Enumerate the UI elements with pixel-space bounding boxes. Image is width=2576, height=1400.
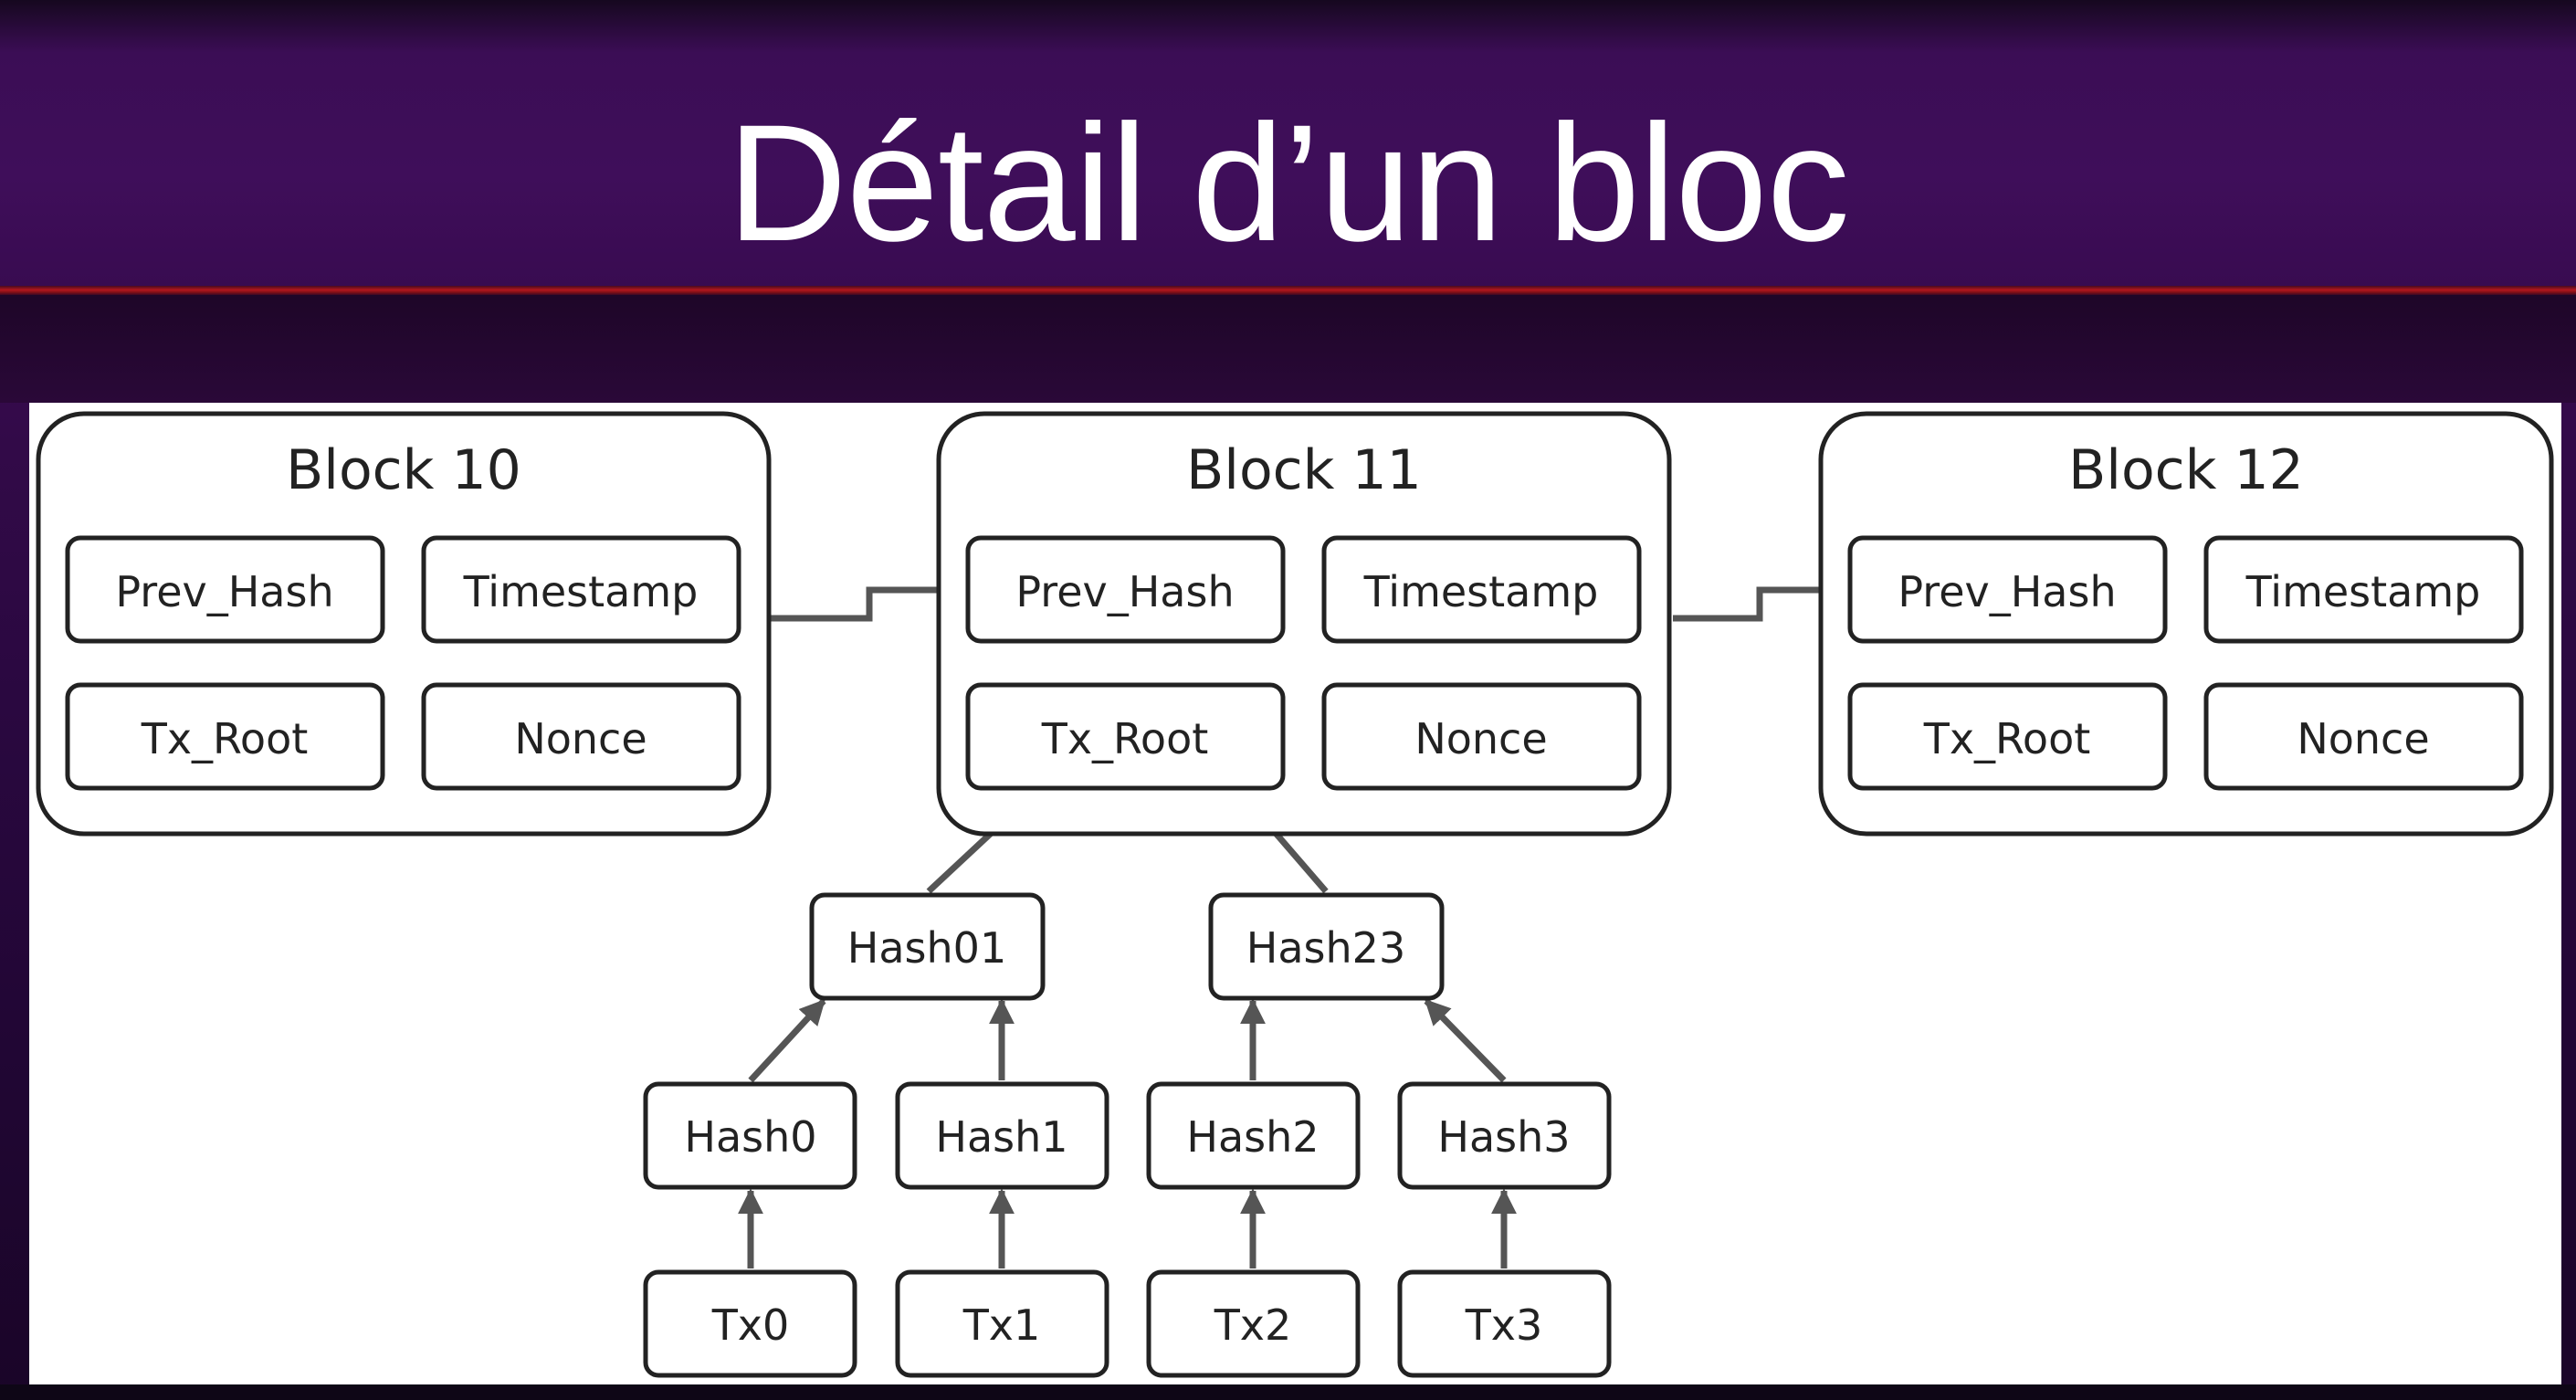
field-timestamp-label: Timestamp xyxy=(1363,567,1599,616)
slide-title: Détail d’un bloc xyxy=(727,89,1849,276)
chain-link-11-12 xyxy=(1673,577,1845,622)
tx0-label: Tx0 xyxy=(711,1300,790,1350)
field-nonce-label: Nonce xyxy=(514,714,647,763)
hash01-node xyxy=(809,892,1046,1001)
field-timestamp-label: Timestamp xyxy=(463,567,699,616)
tx3-label: Tx3 xyxy=(1465,1300,1543,1350)
hash1-node xyxy=(895,1081,1109,1190)
hash0-node xyxy=(643,1081,857,1190)
transactions: Tx0 Tx1 Tx2 Tx3 xyxy=(643,1269,1612,1378)
hash23-label: Hash23 xyxy=(1246,923,1405,973)
bottom-edge xyxy=(0,1384,2576,1400)
tx1-node xyxy=(895,1269,1109,1378)
field-nonce xyxy=(1321,682,1642,791)
diagram-panel: Block 10 Prev_Hash Timestamp Tx_Root Non… xyxy=(29,403,2561,1384)
header-band xyxy=(0,295,2576,403)
field-prev-hash-label: Prev_Hash xyxy=(115,567,333,616)
hash2-node xyxy=(1146,1081,1361,1190)
field-tx-root-label: Tx_Root xyxy=(1041,714,1209,763)
tx1-label: Tx1 xyxy=(962,1300,1041,1350)
hash0-label: Hash0 xyxy=(684,1112,816,1162)
arrow-hash0-hash01 xyxy=(748,998,826,1083)
block-title: Block 11 xyxy=(1186,438,1422,502)
block-12: Block 12 Prev_Hash Timestamp Tx_Root Non… xyxy=(1818,411,2554,837)
field-tx-root xyxy=(965,682,1286,791)
block-title: Block 12 xyxy=(2068,438,2304,502)
tx0-node xyxy=(643,1269,857,1378)
hash23-node xyxy=(1208,892,1445,1001)
tx3-node xyxy=(1397,1269,1612,1378)
field-prev-hash xyxy=(65,535,385,644)
field-tx-root-label: Tx_Root xyxy=(141,714,309,763)
hash1-label: Hash1 xyxy=(935,1112,1067,1162)
hash3-node xyxy=(1397,1081,1612,1190)
hash01-label: Hash01 xyxy=(847,923,1006,973)
field-timestamp xyxy=(421,535,741,644)
block-title: Block 10 xyxy=(286,438,521,502)
field-timestamp-label: Timestamp xyxy=(2245,567,2481,616)
merkle-level-2: Hash0 Hash1 Hash2 Hash3 xyxy=(643,1081,1612,1190)
title-divider xyxy=(0,286,2576,295)
field-tx-root xyxy=(65,682,385,791)
block-10: Block 10 Prev_Hash Timestamp Tx_Root Non… xyxy=(36,411,772,837)
chain-link-10-11 xyxy=(771,577,963,622)
field-tx-root xyxy=(1847,682,2168,791)
field-nonce xyxy=(421,682,741,791)
hash3-label: Hash3 xyxy=(1437,1112,1570,1162)
field-prev-hash-label: Prev_Hash xyxy=(1898,567,2116,616)
field-timestamp xyxy=(1321,535,1642,644)
field-timestamp xyxy=(2203,535,2524,644)
field-nonce-label: Nonce xyxy=(2297,714,2429,763)
field-prev-hash xyxy=(1847,535,2168,644)
arrow-hash3-hash23 xyxy=(1424,998,1507,1083)
tx2-label: Tx2 xyxy=(1214,1300,1292,1350)
hash2-label: Hash2 xyxy=(1186,1112,1319,1162)
field-nonce xyxy=(2203,682,2524,791)
blockchain-diagram: Block 10 Prev_Hash Timestamp Tx_Root Non… xyxy=(36,411,2554,1378)
merkle-level-1: Hash01 Hash23 xyxy=(809,892,1445,1001)
field-prev-hash-label: Prev_Hash xyxy=(1015,567,1234,616)
slide-header: Détail d’un bloc xyxy=(0,0,2576,292)
block-11: Block 11 Prev_Hash Timestamp Tx_Root Non… xyxy=(936,411,1672,837)
tx2-node xyxy=(1146,1269,1361,1378)
field-nonce-label: Nonce xyxy=(1414,714,1547,763)
field-prev-hash xyxy=(965,535,1286,644)
field-tx-root-label: Tx_Root xyxy=(1923,714,2091,763)
